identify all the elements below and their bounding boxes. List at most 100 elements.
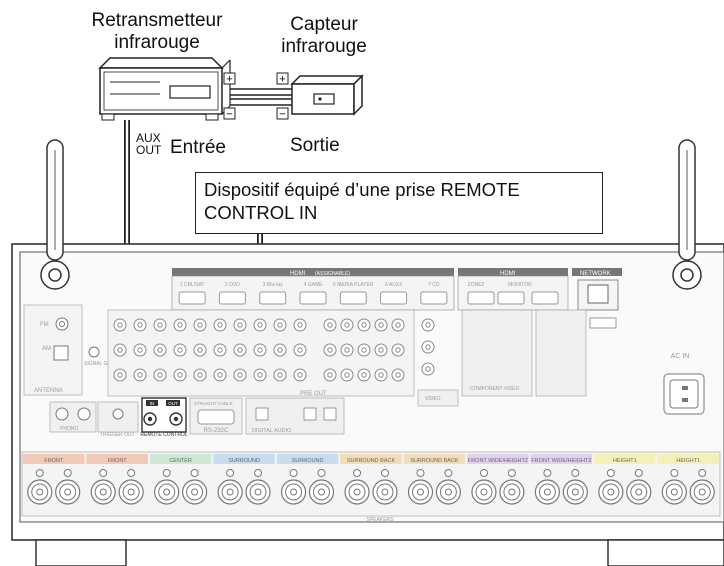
speaker-terminal-center <box>417 489 423 495</box>
speaker-polarity-dot <box>354 470 361 477</box>
hdmi-output-label: MONITOR <box>508 282 532 288</box>
ir-link-cable <box>230 89 292 105</box>
rca-jack-center <box>118 348 122 352</box>
speaker-group-label: CENTER <box>169 458 192 464</box>
speaker-polarity-dot <box>290 470 297 477</box>
speaker-group-label: SURROUND <box>292 458 324 464</box>
hdmi-port <box>179 292 205 304</box>
rca-jack-center <box>298 323 302 327</box>
rca-jack-center <box>218 323 222 327</box>
digital-audio-label: DIGITAL AUDIO <box>252 428 292 434</box>
component-video-label: COMPONENT VIDEO <box>470 386 519 392</box>
rca-jack-center <box>158 373 162 377</box>
speaker-terminal-center <box>319 489 325 495</box>
rca-jack-center <box>178 373 182 377</box>
hdmi-input-label: 1 CBL/SAT <box>180 282 205 288</box>
rca-jack-center <box>426 323 430 327</box>
rca-jack-center <box>379 323 383 327</box>
hdmi-output-label: ZONE2 <box>468 282 485 288</box>
ir-retransmitter-device <box>100 58 230 120</box>
speaker-terminal-center <box>544 489 550 495</box>
rca-jack-center <box>396 373 400 377</box>
rca-jack-center <box>345 348 349 352</box>
speaker-group-label: SURROUND BACK <box>410 458 459 464</box>
am-label: AM <box>42 346 51 352</box>
video-section: VIDEO <box>418 390 458 406</box>
speaker-terminal-center <box>128 489 134 495</box>
video-label: VIDEO <box>425 396 441 402</box>
speaker-terminal-center <box>445 489 451 495</box>
speaker-polarity-dot <box>417 470 424 477</box>
rca-jack-center <box>258 348 262 352</box>
speaker-group-label: HEIGHT1 <box>613 458 637 464</box>
speaker-group-label: FRONT <box>44 458 64 464</box>
speaker-group-label: SURROUND <box>228 458 260 464</box>
speaker-polarity-dot <box>635 470 642 477</box>
speaker-group-label: SURROUND BACK <box>347 458 396 464</box>
speaker-polarity-dot <box>318 470 325 477</box>
rca-jack-center <box>138 323 142 327</box>
rca-jack-center <box>198 373 202 377</box>
rca-jack-center <box>278 348 282 352</box>
hdmi-input-label: 5 MEDIA PLAYER <box>333 282 374 288</box>
speaker-polarity-dot <box>544 470 551 477</box>
speaker-terminal-center <box>65 489 71 495</box>
hdmi-input-label: 6 AUX2 <box>385 282 402 288</box>
rca-jack-center <box>426 367 430 371</box>
rca-jack-center <box>198 323 202 327</box>
rca-jack-center <box>328 348 332 352</box>
speaker-group-label: FRONT WIDE/HEIGHT2 <box>531 458 591 464</box>
input-label: Entrée <box>170 137 226 159</box>
speaker-terminal-center <box>608 489 614 495</box>
hdmi-port <box>260 292 286 304</box>
phono-label: PHONO <box>60 426 78 432</box>
speaker-polarity-dot <box>671 470 678 477</box>
speaker-polarity-dot <box>607 470 614 477</box>
speaker-polarity-dot <box>128 470 135 477</box>
speaker-polarity-dot <box>572 470 579 477</box>
speaker-polarity-dot <box>699 470 706 477</box>
minus-sign: − <box>279 109 285 121</box>
speaker-terminal-center <box>509 489 515 495</box>
rca-jack-center <box>396 323 400 327</box>
hdmi-input-label: 7 CD <box>428 282 440 288</box>
hdmi-input-label: 4 GAME <box>304 282 324 288</box>
hdmi-port <box>219 292 245 304</box>
hdmi-port <box>340 292 366 304</box>
rca-jack-center <box>379 373 383 377</box>
speaker-group-label: HEIGHT1 <box>676 458 700 464</box>
rca-jack-center <box>362 373 366 377</box>
remote-control-in-callout: Dispositif équipé d’une prise REMOTE CON… <box>195 172 603 234</box>
plus-sign: + <box>226 74 232 86</box>
rca-jack-center <box>426 345 430 349</box>
speaker-terminal-center <box>227 489 233 495</box>
fm-label: FM <box>40 322 49 328</box>
speaker-terminal-center <box>382 489 388 495</box>
ir-sensor-device <box>292 76 362 114</box>
rca-jack-center <box>178 348 182 352</box>
rca-jack-center <box>238 373 242 377</box>
speaker-polarity-dot <box>381 470 388 477</box>
rca-jack-center <box>298 373 302 377</box>
antenna-right <box>673 140 701 289</box>
rca-jack-center <box>138 348 142 352</box>
rca-jack-center <box>278 323 282 327</box>
speaker-terminal-center <box>192 489 198 495</box>
rca-jack-center <box>258 373 262 377</box>
ir-sensor-label: Capteur infrarouge <box>270 14 378 58</box>
speaker-terminal-center <box>164 489 170 495</box>
rca-jack-center <box>362 348 366 352</box>
speaker-terminal-center <box>100 489 106 495</box>
speaker-polarity-dot <box>36 470 43 477</box>
antenna-left <box>41 140 69 289</box>
speaker-polarity-dot <box>508 470 515 477</box>
speaker-terminal-center <box>636 489 642 495</box>
rca-jack-center <box>328 373 332 377</box>
straight-cable-label: STRAIGHT CABLE <box>194 401 233 406</box>
ac-in-label: AC IN <box>671 353 690 360</box>
rca-jack-center <box>138 373 142 377</box>
hdmi-port <box>468 292 494 304</box>
aux-out-label: AUX OUT <box>136 132 162 156</box>
remote-in-label: IN <box>150 401 155 406</box>
